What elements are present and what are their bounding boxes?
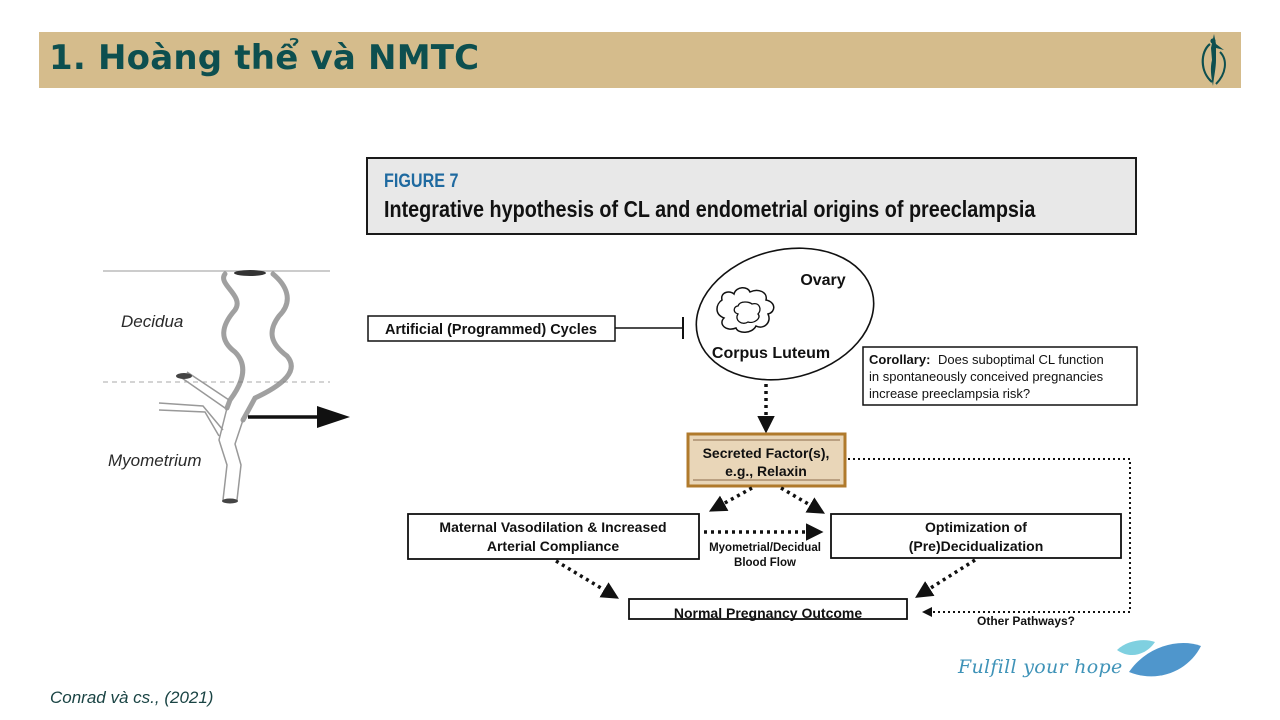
leaves-logo-icon [1117, 640, 1201, 677]
maternal-line-1: Maternal Vasodilation & Increased [439, 519, 666, 535]
secreted-to-optimization-edge [780, 486, 826, 514]
maternal-vasodilation-node: Maternal Vasodilation & Increased Arteri… [407, 513, 700, 560]
decidua-label: Decidua [121, 312, 184, 331]
corollary-line-1: Does suboptimal CL function [938, 352, 1104, 367]
figure-header: FIGURE 7 Integrative hypothesis of CL an… [366, 157, 1137, 235]
spiral-artery-illustration [103, 270, 350, 504]
svg-text:Corollary: Does suboptim: Corollary: Does suboptimal CL function [869, 352, 1104, 367]
normal-outcome-node: Normal Pregnancy Outcome [628, 598, 908, 621]
figure-label: FIGURE 7 [384, 171, 459, 192]
optimization-line-1: Optimization of [925, 519, 1027, 535]
optimization-node: Optimization of (Pre)Decidualization [830, 513, 1122, 559]
maternal-to-outcome-edge [555, 559, 620, 599]
figure-title: Integrative hypothesis of CL and endomet… [384, 196, 1036, 222]
ovary-label: Ovary [800, 272, 845, 289]
slide-title: 1. Hoàng thể và NMTC [49, 38, 480, 78]
blood-flow-line-2: Blood Flow [734, 557, 796, 569]
corollary-bold-label: Corollary: [869, 352, 930, 367]
citation: Conrad và cs., (2021) [50, 688, 214, 707]
artificial-cycles-label: Artificial (Programmed) Cycles [385, 322, 597, 338]
artificial-cycles-node: Artificial (Programmed) Cycles [367, 315, 616, 342]
myometrium-label: Myometrium [108, 451, 202, 470]
optimization-to-outcome-edge [915, 558, 976, 598]
optimization-line-2: (Pre)Decidualization [909, 538, 1044, 554]
tagline: Fulfill your hope [958, 656, 1123, 678]
secreted-to-maternal-edge [708, 486, 753, 512]
secreted-factor-node: Secreted Factor(s), e.g., Relaxin [686, 432, 847, 488]
dancing-figure-logo-icon [1201, 34, 1226, 86]
secreted-line-2: e.g., Relaxin [725, 463, 807, 479]
corollary-line-2: in spontaneously conceived pregnancies [869, 369, 1104, 384]
secreted-line-1: Secreted Factor(s), [703, 445, 830, 461]
corpus-luteum-icon [716, 287, 775, 333]
right-arrow-head-icon [317, 406, 350, 428]
other-pathways-label: Other Pathways? [977, 614, 1075, 628]
ovary-node: Ovary Corpus Luteum [695, 247, 875, 381]
inhibition-edge [615, 317, 684, 339]
corpus-luteum-label: Corpus Luteum [712, 345, 830, 362]
other-pathways-edge [848, 458, 1131, 617]
corollary-node: Corollary: Does suboptimal CL function i… [862, 346, 1138, 406]
maternal-line-2: Arterial Compliance [487, 538, 619, 554]
slide-title-bar: 1. Hoàng thể và NMTC [39, 32, 1241, 88]
outcome-label: Normal Pregnancy Outcome [674, 605, 862, 621]
corollary-line-3: increase preeclampsia risk? [869, 386, 1030, 401]
blood-flow-line-1: Myometrial/Decidual [709, 542, 821, 554]
